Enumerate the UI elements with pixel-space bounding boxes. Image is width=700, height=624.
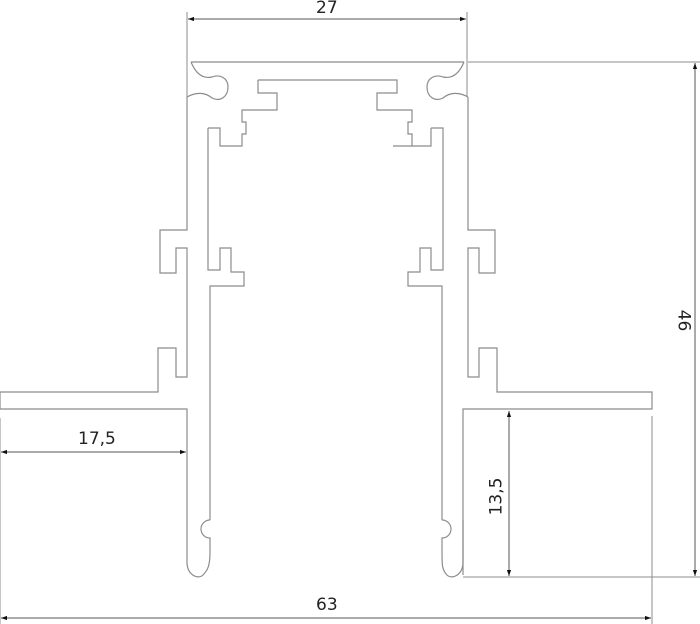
right-top-groove bbox=[426, 61, 469, 100]
left-outer-wall bbox=[0, 97, 188, 520]
dimension-label-17-5: 17,5 bbox=[78, 429, 116, 449]
right-bottom-leg bbox=[441, 519, 464, 578]
dimension-label-13-5: 13,5 bbox=[486, 477, 507, 516]
right-inner-wall bbox=[407, 127, 444, 520]
profile-outline bbox=[0, 61, 653, 578]
dimension-label-46: 46 bbox=[673, 309, 694, 332]
inner-top-channel bbox=[258, 79, 413, 147]
extension-lines bbox=[0, 12, 700, 624]
left-bottom-leg bbox=[186, 519, 211, 578]
dimension-label-27: 27 bbox=[316, 0, 338, 18]
left-top-groove bbox=[186, 61, 229, 100]
left-inner-wall bbox=[208, 127, 230, 147]
right-outer-wall bbox=[462, 97, 653, 575]
dimension-lines bbox=[1, 16, 698, 621]
dimension-label-63: 63 bbox=[316, 595, 338, 615]
